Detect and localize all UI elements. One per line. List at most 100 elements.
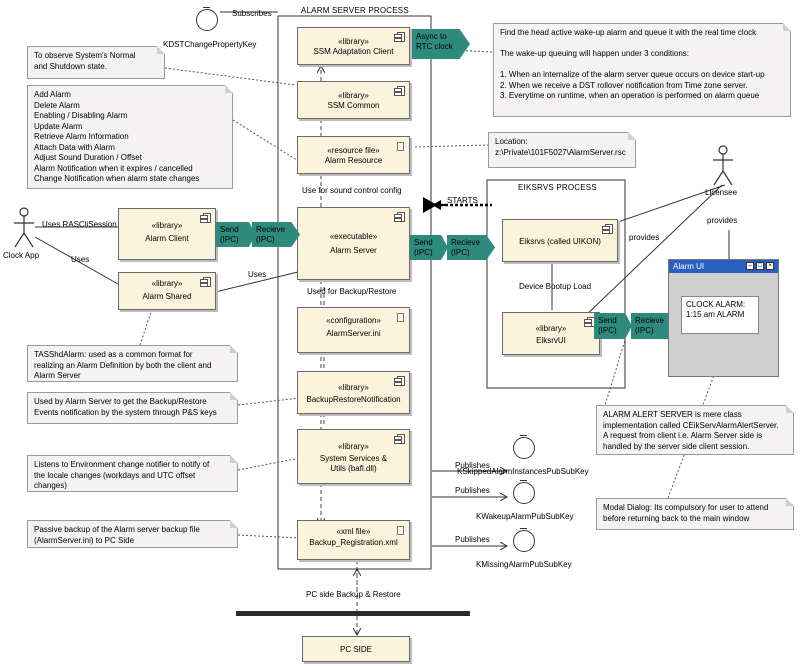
backup-notification-note: Used by Alarm Server to get the Backup/R… (27, 392, 238, 424)
kskipped-interface-icon (513, 435, 535, 459)
environment-change-note: Listens to Environment change notifier t… (27, 455, 238, 492)
component-stereotype: «configuration» (326, 316, 381, 325)
observe-note: To observe System's Normal and Shutdown … (27, 46, 165, 79)
component-name: BackupRestoreNotification (306, 395, 401, 404)
kmissing-interface-icon (513, 528, 535, 552)
device-bootup-label: Device Bootup Load (519, 282, 592, 291)
sound-control-label: Use for sound control config (302, 186, 402, 195)
clock-app-actor-label: Clock App (3, 251, 40, 260)
provides-label: provides (629, 233, 660, 242)
wakeup-queue-note: Find the head active wake-up alarm and q… (493, 23, 791, 117)
eiksrvs-process-title: EIKSRVS PROCESS (518, 183, 597, 192)
component-icon (394, 376, 405, 386)
tasshd-note: TASShdAlarm: used as a common format for… (27, 345, 238, 382)
component-icon (602, 224, 613, 234)
modal-dialog-note: Modal Dialog: Its compulsory for user to… (596, 498, 794, 530)
ssm-common-component[interactable]: «library» SSM Common (297, 81, 410, 119)
component-icon (394, 212, 405, 222)
minimize-icon[interactable]: – (746, 262, 754, 270)
passive-backup-note: Passive backup of the Alarm server backu… (27, 520, 238, 548)
component-stereotype: «library» (338, 37, 369, 46)
alarm-ui-titlebar[interactable]: Alarm UI – □ × (669, 260, 778, 273)
backup-registration-xml-component[interactable]: «xml file» Backup_Registration.xml (297, 520, 410, 560)
component-stereotype: «library» (338, 91, 369, 100)
eiksrvui-component[interactable]: «library» EiksrvUI (502, 312, 600, 355)
component-name: PC SIDE (339, 645, 372, 654)
alarm-server-process-title: ALARM SERVER PROCESS (301, 6, 409, 15)
licensee-actor-figure (713, 145, 733, 186)
pc-side-component[interactable]: PC SIDE (302, 636, 410, 662)
component-name: Alarm Client (145, 234, 189, 243)
component-icon (394, 32, 405, 42)
component-stereotype: «executable» (329, 232, 378, 241)
alarm-shared-component[interactable]: «library» Alarm Shared (118, 272, 216, 310)
document-icon (397, 142, 404, 151)
component-name: Alarm Server (330, 246, 377, 255)
component-name: SSM Adaptation Client (313, 47, 394, 56)
backup-restore-label: Used for Backup/Restore (307, 287, 397, 296)
component-name: Utils (bafl.dll) (330, 464, 377, 473)
component-icon (394, 434, 405, 444)
document-icon (397, 313, 404, 322)
alarm-alert-server-note: ALARM ALERT SERVER is mere class impleme… (596, 405, 794, 455)
component-stereotype: «library» (151, 221, 183, 230)
system-services-component[interactable]: «library» System Services & Utils (bafl.… (297, 429, 410, 484)
document-icon (397, 526, 404, 535)
component-name: SSM Common (327, 101, 380, 110)
uses-label: Uses (248, 270, 267, 279)
component-icon (584, 317, 595, 327)
maximize-icon[interactable]: □ (756, 262, 764, 270)
server-send-ipc-tag: Send (IPC) (410, 235, 448, 260)
kdst-interface-label: KDSTChangePropertyKey (163, 40, 257, 49)
kskipped-interface-label: KSkippedAlarmInstancesPubSubKey (457, 467, 589, 476)
component-name: Alarm Resource (324, 156, 383, 165)
backup-restore-notification-component[interactable]: «library» BackupRestoreNotification (297, 371, 410, 414)
component-icon (200, 277, 211, 287)
component-icon (394, 86, 405, 96)
alarm-ui-window[interactable]: Alarm UI – □ × CLOCK ALARM: 1:15 am ALAR… (668, 259, 779, 377)
starts-label: STARTS (447, 196, 478, 205)
eiksrvs-recieve-ipc-tag: Recieve (IPC) (447, 235, 495, 260)
async-rtc-tag: Async to RTC clock (412, 29, 470, 59)
pc-backup-label: PC side Backup & Restore (306, 590, 401, 599)
eiksrvs-component[interactable]: Eiksrvs (called UIKON) (502, 219, 618, 262)
client-send-ipc-tag: Send (IPC) (216, 222, 256, 247)
component-stereotype: «library» (151, 279, 183, 288)
eiksrvui-send-ipc-tag: Send (IPC) (594, 313, 632, 339)
alarm-resource-component[interactable]: «resource file» Alarm Resource (297, 136, 410, 174)
alarm-client-component[interactable]: «library» Alarm Client (118, 208, 216, 260)
ssm-adaptation-client-component[interactable]: «library» SSM Adaptation Client (297, 27, 410, 65)
kmissing-interface-label: KMissingAlarmPubSubKey (476, 560, 572, 569)
provides-label: provides (707, 216, 738, 225)
component-name: Backup_Registration.xml (309, 538, 398, 547)
eiksrvs-process-frame (486, 179, 626, 389)
alarm-operations-note: Add Alarm Delete Alarm Enabling / Disabl… (27, 85, 233, 189)
component-name: System Services & (319, 454, 388, 463)
component-stereotype: «library» (338, 442, 369, 451)
component-stereotype: «library» (338, 383, 369, 392)
uses-rascli-label: Uses RASCliSession (42, 220, 117, 229)
component-name: EiksrvUI (536, 336, 566, 345)
component-stereotype: «resource file» (327, 146, 380, 155)
kwakeup-interface-icon (513, 480, 535, 504)
location-note: Location: z:\Private\101F5027\AlarmServe… (488, 132, 636, 168)
close-icon[interactable]: × (766, 262, 774, 270)
component-stereotype: «xml file» (336, 527, 371, 536)
publishes-label: Publishes (455, 461, 490, 470)
component-name: Alarm Shared (142, 292, 192, 301)
component-icon (200, 213, 211, 223)
kdst-interface-icon (196, 7, 218, 31)
pc-side-sync-bar (236, 611, 470, 616)
alarm-server-component[interactable]: «executable» Alarm Server (297, 207, 410, 280)
subscribes-label: Subscribes (232, 9, 272, 18)
server-recieve-ipc-tag: Recieve (IPC) (252, 222, 300, 247)
alarm-ui-message: CLOCK ALARM: 1:15 am ALARM (681, 296, 759, 334)
kwakeup-interface-label: KWakeupAlarmPubSubKey (476, 512, 574, 521)
alarm-server-ini-component[interactable]: «configuration» AlarmServer.ini (297, 307, 410, 353)
component-stereotype: «library» (535, 324, 567, 333)
licensee-actor-label: Licensee (705, 188, 738, 197)
clock-app-actor-figure (14, 207, 34, 248)
publishes-label: Publishes (455, 535, 490, 544)
uses-label: Uses (71, 255, 90, 264)
